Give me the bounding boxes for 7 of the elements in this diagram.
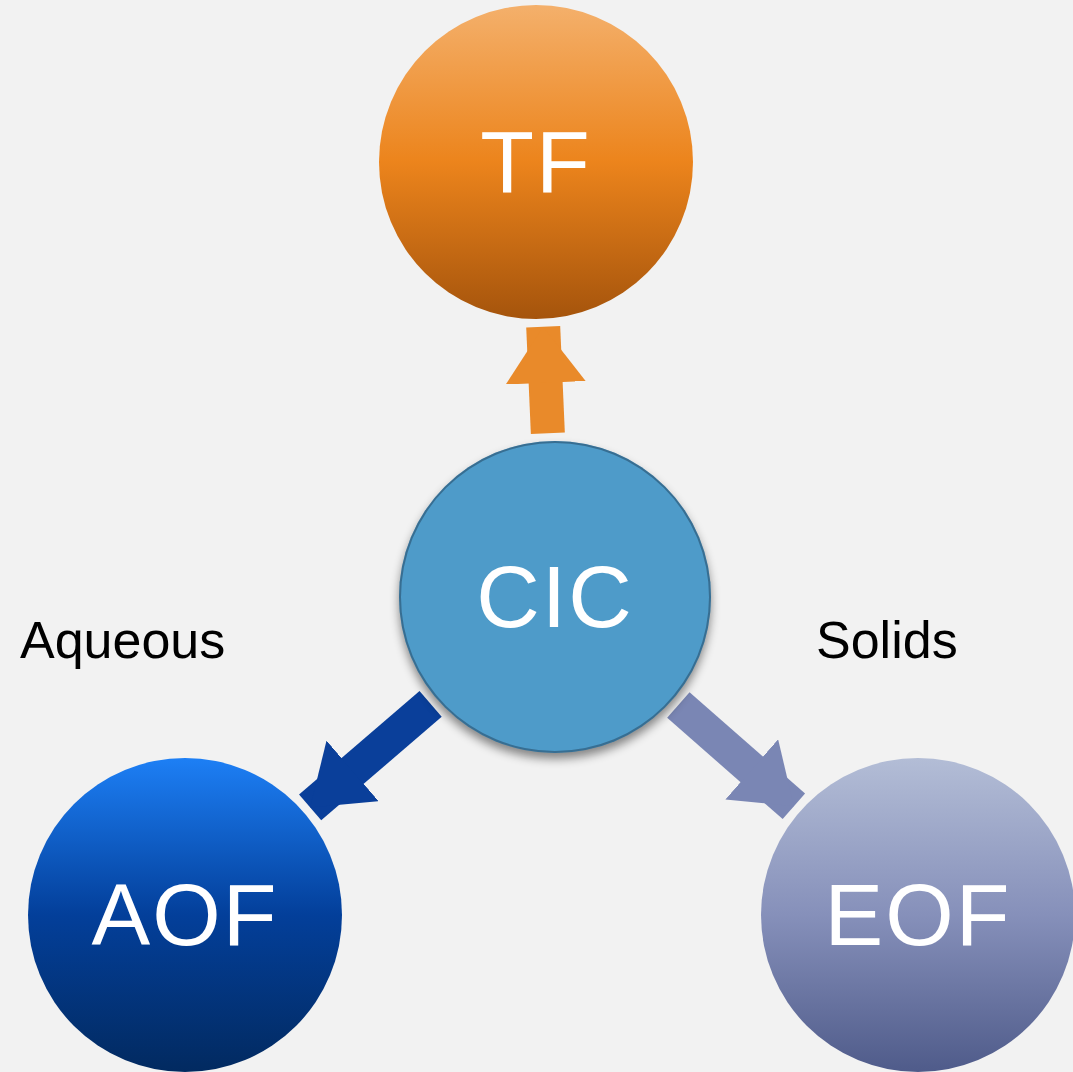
node-label: EOF xyxy=(824,871,1012,959)
block-arrow xyxy=(299,691,442,821)
block-arrow xyxy=(667,692,806,820)
node-label: TF xyxy=(480,118,592,206)
node-label: CIC xyxy=(476,553,634,641)
block-arrow xyxy=(505,326,586,434)
node-label: AOF xyxy=(91,871,279,959)
